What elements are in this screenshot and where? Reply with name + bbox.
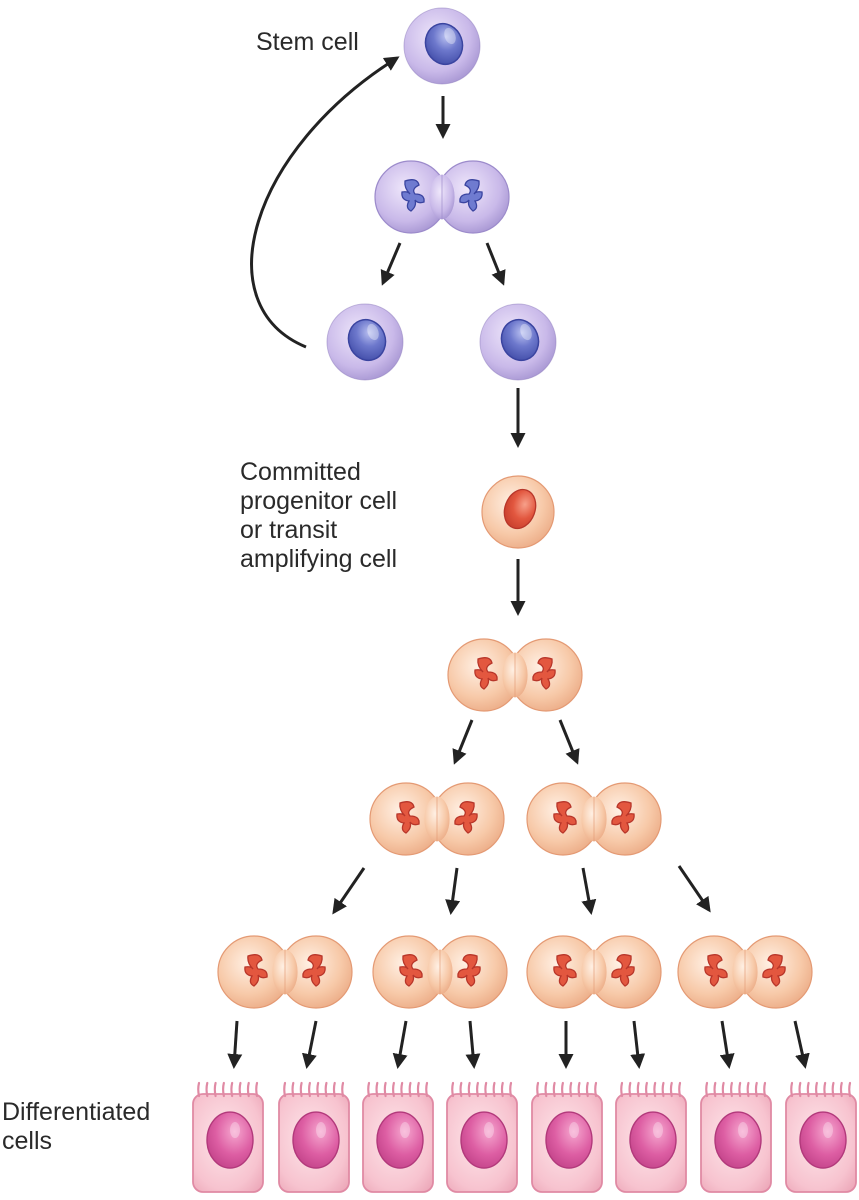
dividing-progenitor-cell bbox=[526, 935, 662, 1009]
nucleus bbox=[347, 318, 387, 362]
dividing-progenitor-cell bbox=[369, 782, 505, 856]
chromosome bbox=[553, 954, 577, 987]
nucleus bbox=[799, 1111, 847, 1169]
differentiated-cell bbox=[192, 1081, 264, 1193]
arrow bbox=[793, 1020, 810, 1069]
chromosome bbox=[762, 954, 786, 987]
arrow bbox=[301, 1020, 318, 1069]
differentiated-label: Differentiated cells bbox=[2, 1098, 150, 1156]
nucleus bbox=[424, 22, 464, 66]
differentiated-cell bbox=[446, 1081, 518, 1193]
differentiated-cell bbox=[700, 1081, 772, 1193]
progenitor-label-line: amplifying cell bbox=[240, 545, 398, 573]
nucleus bbox=[206, 1111, 254, 1169]
arrow bbox=[392, 1020, 408, 1069]
stem-cell-label-text: Stem cell bbox=[256, 28, 359, 56]
dividing-progenitor-cell bbox=[372, 935, 508, 1009]
dividing-progenitor-cell bbox=[447, 638, 583, 712]
dividing-progenitor-cell bbox=[677, 935, 813, 1009]
chromosome bbox=[532, 657, 556, 690]
nucleus bbox=[500, 318, 540, 362]
nucleus bbox=[714, 1111, 762, 1169]
chromosome bbox=[454, 801, 478, 834]
chromosome bbox=[459, 179, 483, 212]
progenitor-label-line: Committed bbox=[240, 458, 361, 486]
arrow bbox=[445, 867, 461, 915]
arrow bbox=[630, 1020, 646, 1069]
nucleus bbox=[503, 488, 537, 530]
stem-cell bbox=[403, 7, 481, 85]
stem-cell-daughter-self-renewing bbox=[326, 303, 404, 381]
nucleus bbox=[545, 1111, 593, 1169]
arrow bbox=[452, 719, 474, 765]
differentiated-cell bbox=[531, 1081, 603, 1193]
progenitor-label-line: or transit bbox=[240, 516, 338, 544]
arrow bbox=[581, 867, 597, 915]
arrow bbox=[227, 1020, 243, 1069]
chromosome bbox=[611, 801, 635, 834]
chromosome bbox=[457, 954, 481, 987]
cells bbox=[192, 7, 857, 1193]
chromosome bbox=[244, 954, 268, 987]
differentiated-label-line: cells bbox=[2, 1127, 53, 1155]
arrow bbox=[558, 719, 580, 765]
differentiated-cell bbox=[785, 1081, 857, 1193]
arrow bbox=[485, 242, 506, 286]
nucleus bbox=[460, 1111, 508, 1169]
chromosome bbox=[399, 954, 423, 987]
progenitor-label-line: progenitor cell bbox=[240, 487, 398, 515]
differentiated-cell bbox=[278, 1081, 350, 1193]
chromosome bbox=[401, 179, 425, 212]
arrow bbox=[677, 865, 711, 913]
stem-cell-daughter-committing bbox=[479, 303, 557, 381]
arrows bbox=[227, 56, 810, 1069]
differentiated-cell bbox=[362, 1081, 434, 1193]
dividing-stem-cell bbox=[374, 160, 510, 234]
chromosome bbox=[302, 954, 326, 987]
nucleus bbox=[629, 1111, 677, 1169]
progenitor-label: Committed progenitor cell or transit amp… bbox=[240, 458, 397, 574]
differentiated-label-line: Differentiated bbox=[2, 1098, 151, 1126]
stem-cell-label: Stem cell bbox=[256, 28, 359, 57]
dividing-progenitor-cell bbox=[526, 782, 662, 856]
committed-progenitor-cell bbox=[481, 475, 555, 549]
nucleus bbox=[292, 1111, 340, 1169]
self-renewal-arrow bbox=[250, 56, 400, 349]
chromosome bbox=[704, 954, 728, 987]
chromosome bbox=[396, 801, 420, 834]
chromosome bbox=[553, 801, 577, 834]
differentiated-cell bbox=[615, 1081, 687, 1193]
arrow bbox=[465, 1020, 481, 1069]
arrow bbox=[332, 867, 366, 915]
dividing-progenitor-cell bbox=[217, 935, 353, 1009]
chromosome bbox=[474, 657, 498, 690]
arrow bbox=[380, 242, 402, 286]
nucleus bbox=[376, 1111, 424, 1169]
arrow bbox=[719, 1020, 735, 1069]
chromosome bbox=[611, 954, 635, 987]
